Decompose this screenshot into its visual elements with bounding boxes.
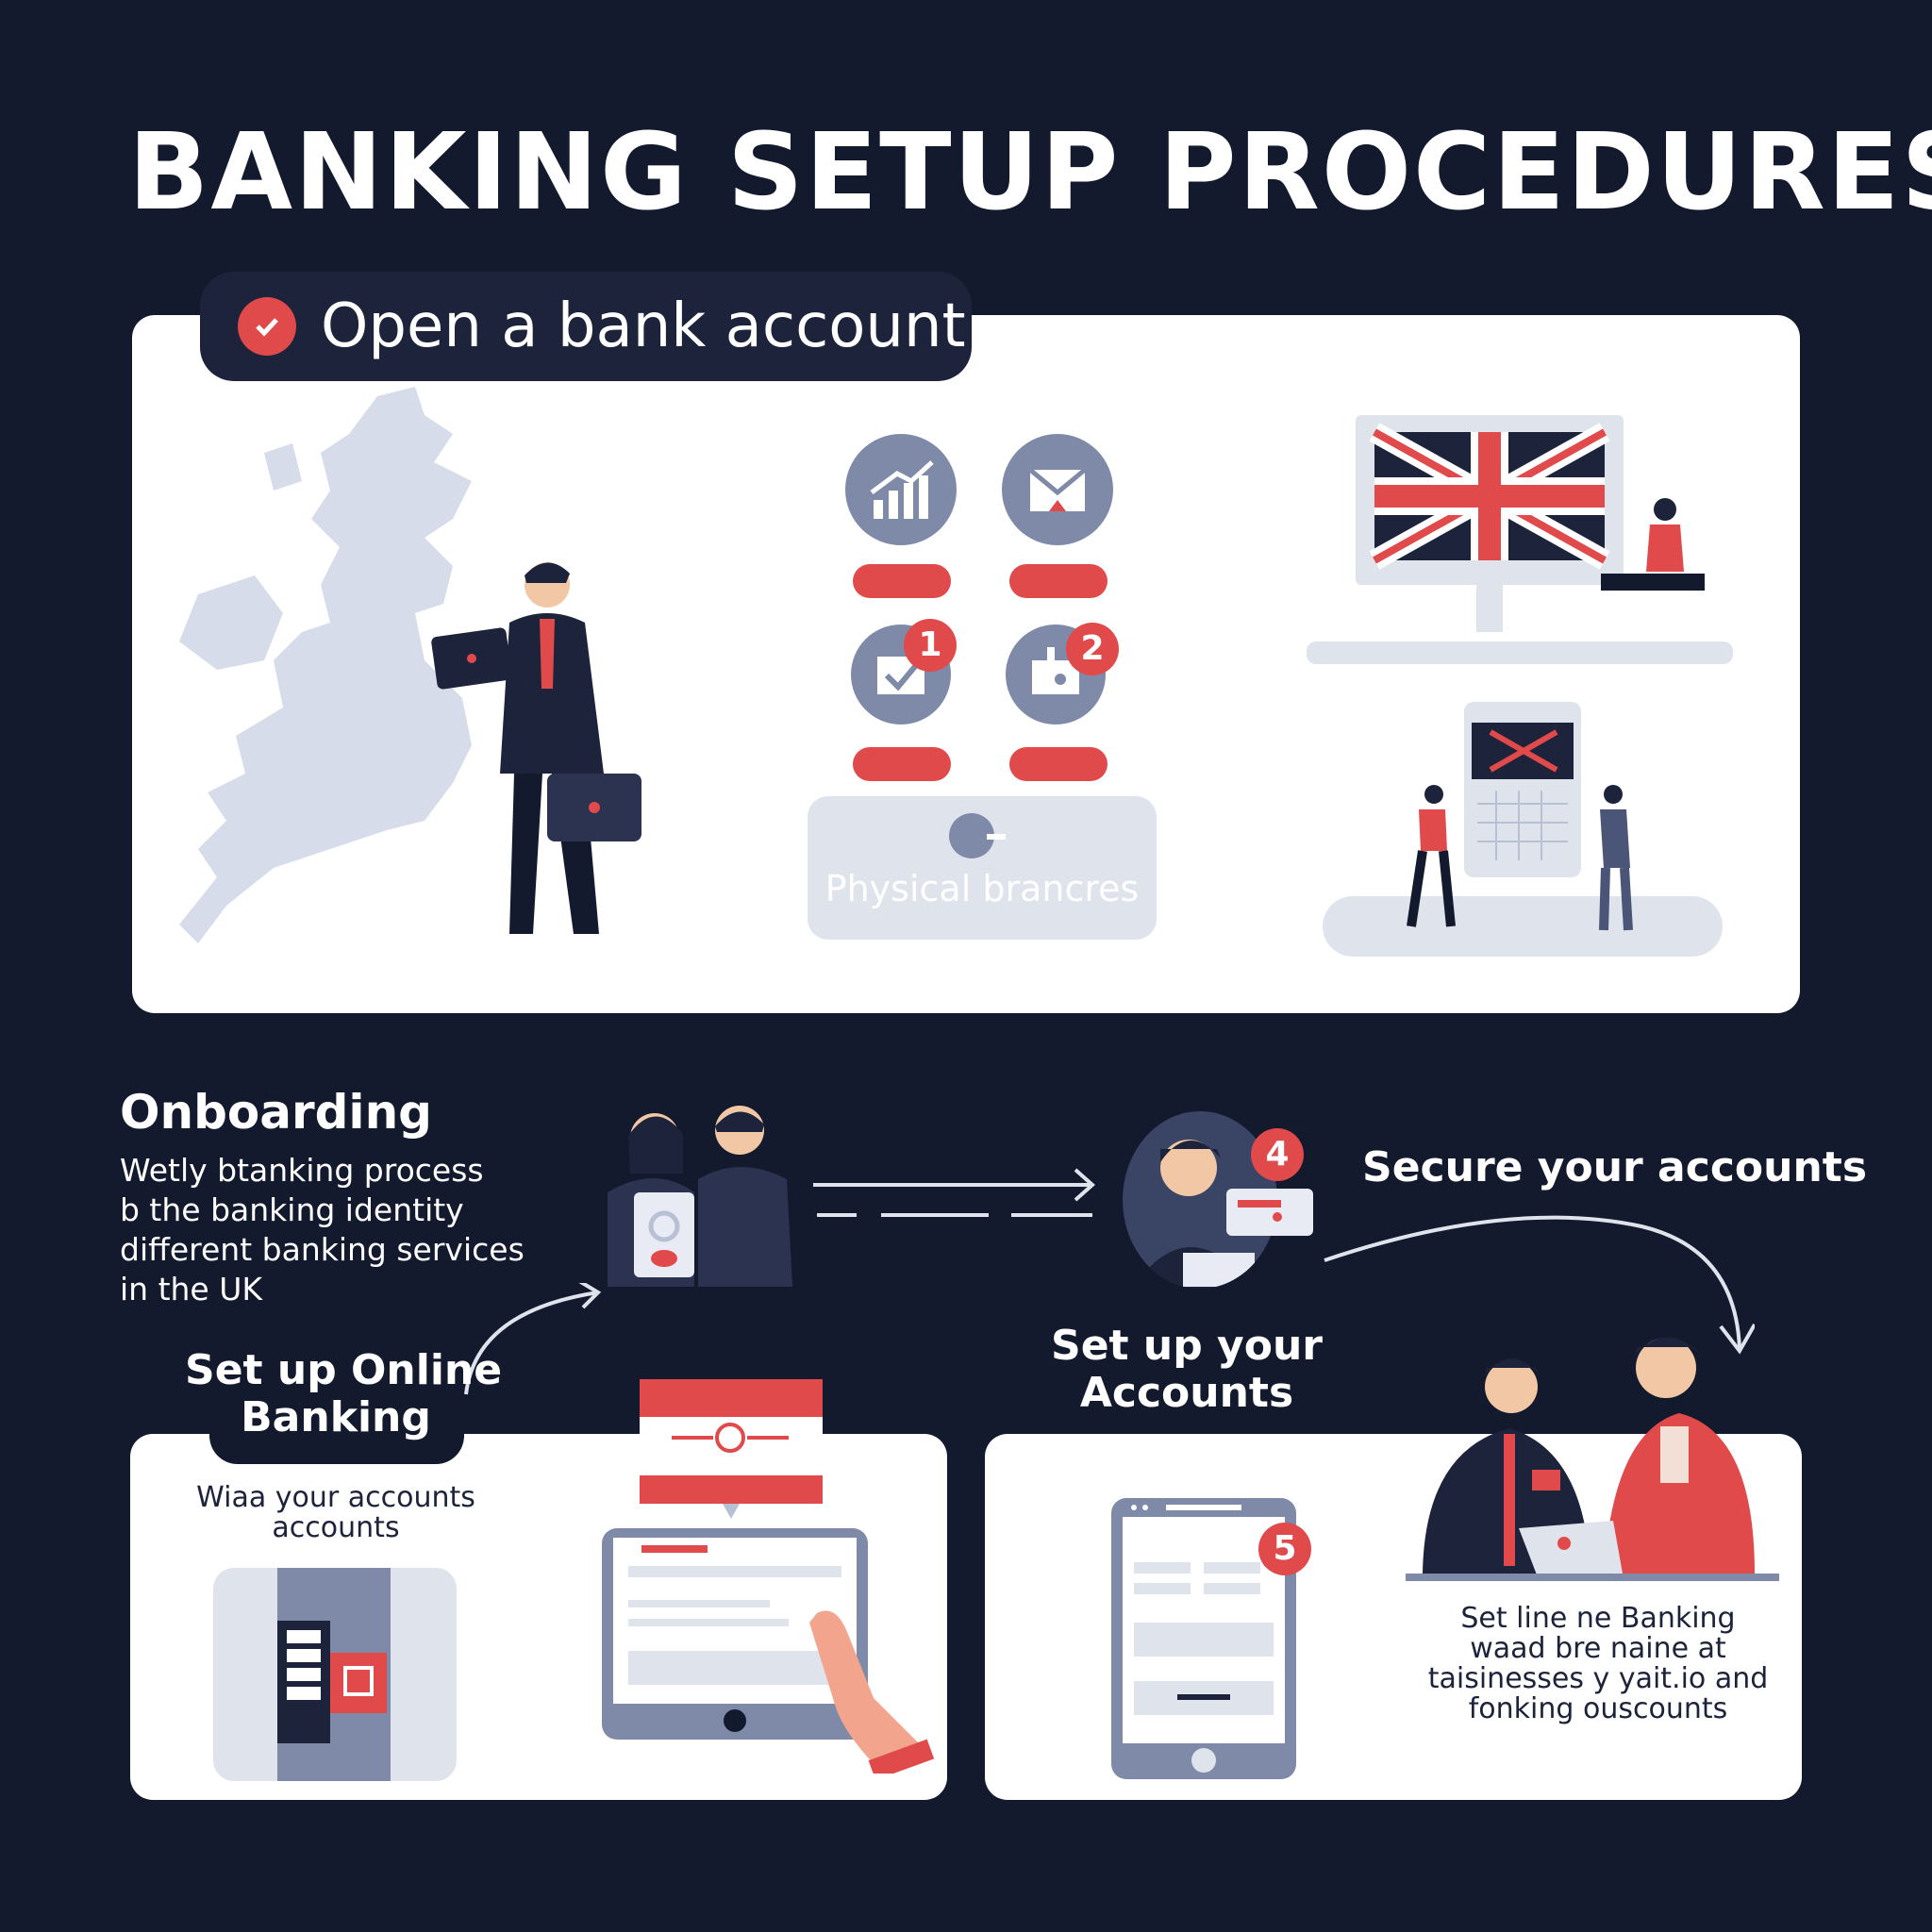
phone-form-illustration — [1111, 1498, 1296, 1779]
check-icon — [238, 297, 296, 356]
open-account-title: Open a bank account — [321, 291, 966, 361]
card-icon — [1226, 1189, 1313, 1236]
physical-branches-box — [808, 796, 1157, 940]
online-banking-pill — [209, 1338, 464, 1464]
online-banking-title: Set up Online Banking — [185, 1346, 503, 1441]
envelope-icon — [1002, 434, 1113, 545]
uk-flag-monitor-illustration — [1307, 415, 1733, 664]
secure-avatar — [1123, 1111, 1277, 1289]
onboarding-title: Onboarding — [120, 1085, 432, 1140]
open-account-header: Open a bank account — [200, 272, 972, 381]
secure-accounts-title: Secure your accounts — [1362, 1143, 1868, 1191]
phone-card-illustration — [213, 1568, 457, 1781]
flow-arrow — [813, 1168, 1096, 1217]
setup-accounts-description: Set line ne Banking waad bre naine at ta… — [1427, 1602, 1769, 1725]
red-bar — [1009, 747, 1108, 781]
onboarding-people-illustration — [608, 1106, 792, 1287]
curved-arrow — [1324, 1215, 1755, 1355]
red-bar — [853, 747, 951, 781]
red-bar — [1009, 564, 1108, 598]
step-badge-5: 5 — [1258, 1523, 1311, 1575]
businessman-illustration — [431, 562, 641, 934]
step-badge-4: 4 — [1251, 1128, 1304, 1181]
tablet-people-illustration — [1323, 702, 1723, 957]
uk-map-illustration — [179, 387, 472, 943]
tablet-certificate-illustration — [602, 1379, 935, 1774]
curved-arrow — [464, 1283, 602, 1395]
onboarding-description: Wetly btanking process b the banking ide… — [120, 1152, 525, 1307]
online-banking-description: Wiaa your accounts accounts — [196, 1481, 475, 1544]
bank-staff-illustration — [1406, 1337, 1779, 1581]
step-badge-1: 1 — [904, 619, 957, 672]
setup-accounts-title: Set up your Accounts — [1051, 1322, 1323, 1417]
red-bar — [853, 564, 951, 598]
page-title: BANKING SETUP PROCEDURES — [128, 111, 1932, 234]
growth-chart-icon — [845, 434, 957, 545]
physical-branches-label: Physical brancres — [824, 868, 1140, 909]
step-badge-2: 2 — [1066, 623, 1119, 675]
